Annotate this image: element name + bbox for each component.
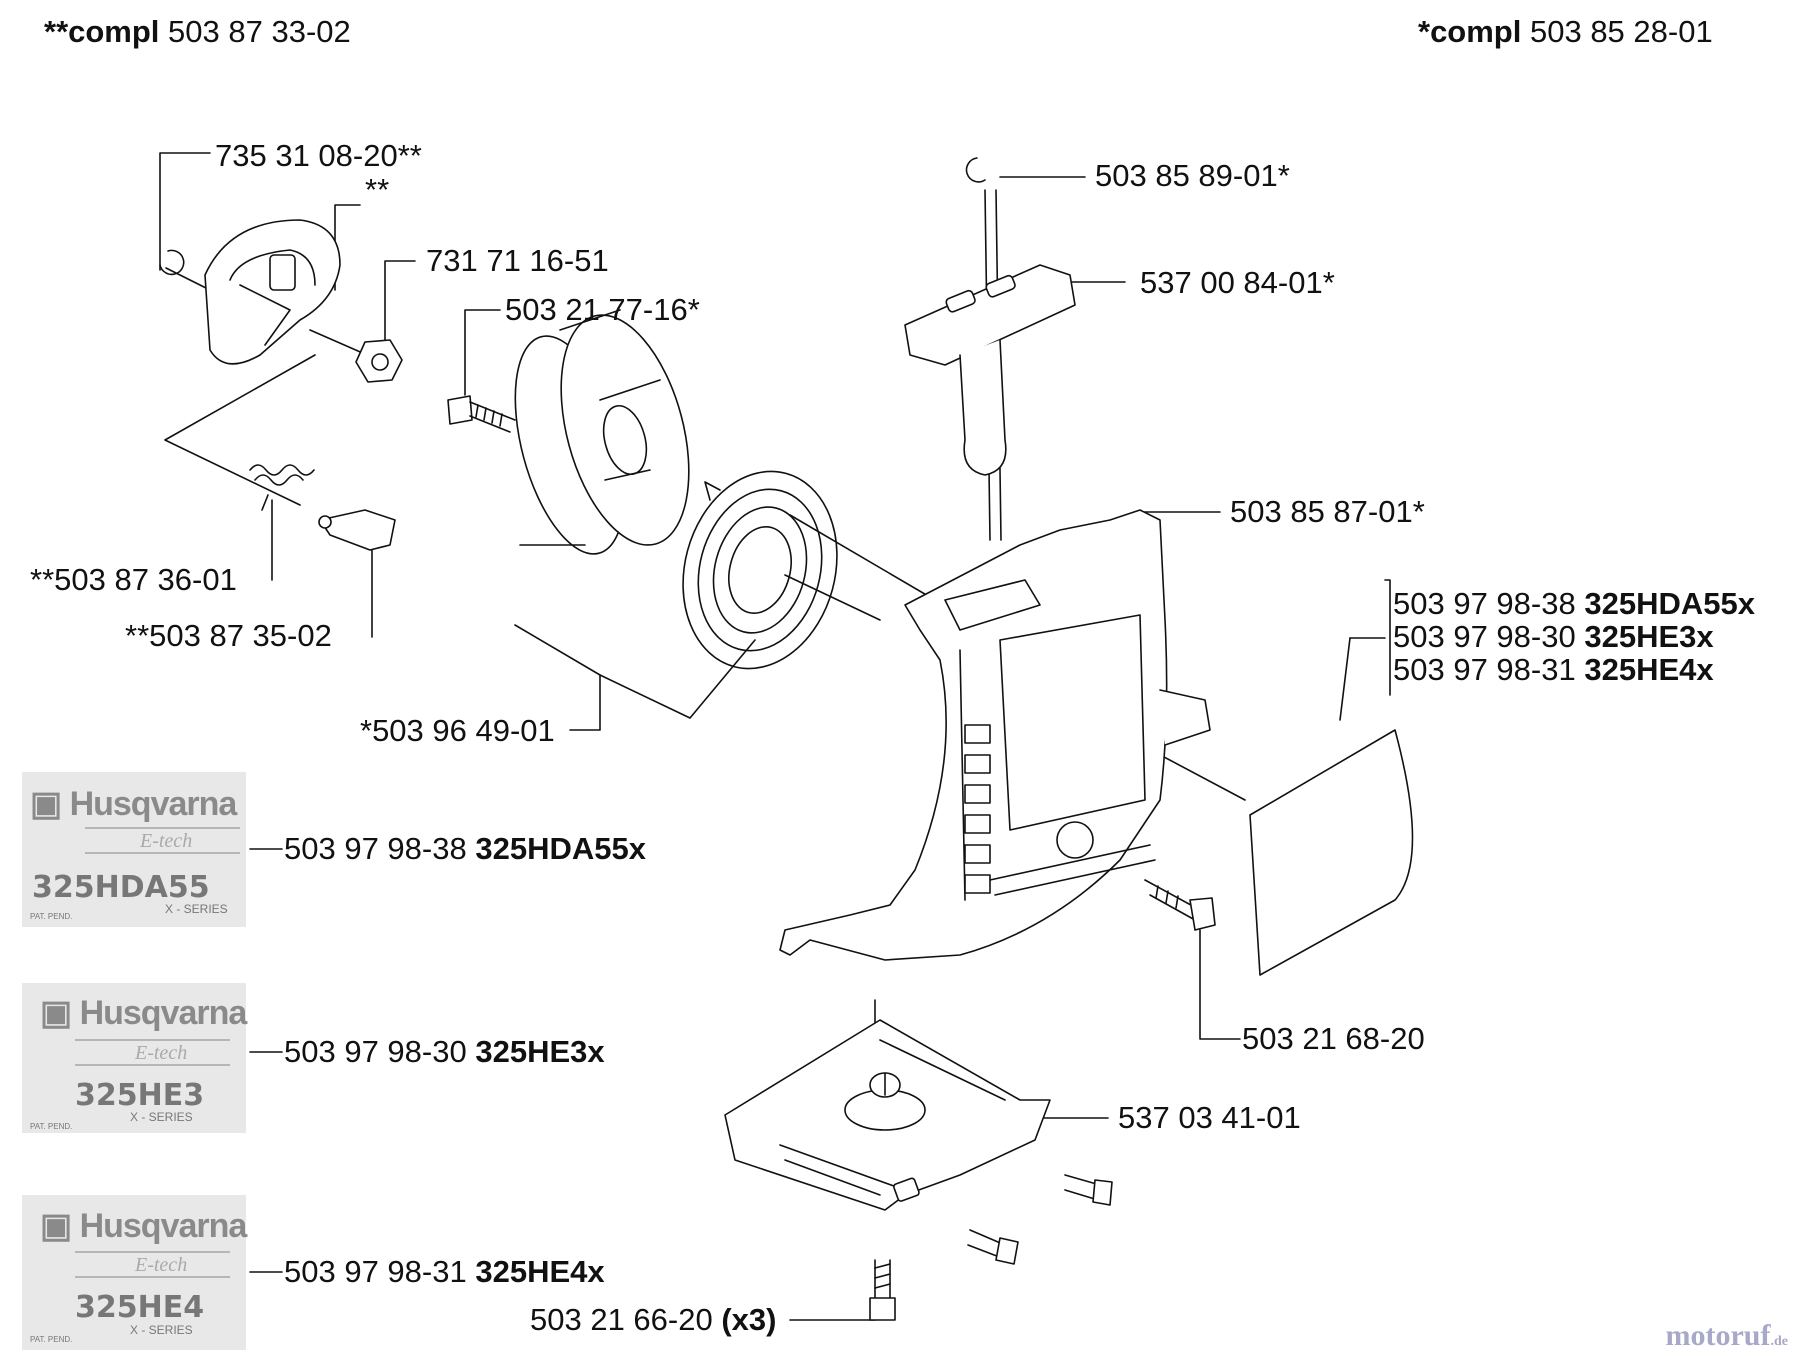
decal-group-item-2: 503 97 98-30 325HE3x — [1393, 619, 1755, 655]
watermark-text: motoruf — [1665, 1319, 1771, 1352]
decal-2-tagline: E-tech — [135, 1042, 188, 1064]
bottom-plate — [724, 1019, 1051, 1211]
husqvarna-logo-icon: ▣ — [30, 785, 62, 823]
decal-3-label: 503 97 98-31 325HE4x — [284, 1254, 605, 1290]
decal-1-brand-text: Husqvarna — [69, 785, 238, 823]
decal-group-item-3: 503 97 98-31 325HE4x — [1393, 652, 1755, 688]
decal-1-label: 503 97 98-38 325HDA55x — [284, 831, 646, 867]
label-pulley-bolt: 503 21 77-16* — [505, 292, 700, 327]
decal-3-brand-text: Husqvarna — [79, 1207, 248, 1245]
label-flange-nut: 731 71 16-51 — [426, 243, 609, 278]
decal-group-model: 325HE4x — [1584, 652, 1714, 687]
header-left: **compl 503 87 33-02 — [44, 14, 351, 50]
header-right-prefix: *compl — [1418, 14, 1522, 49]
decal-group-item-1: 503 97 98-38 325HDA55x — [1393, 586, 1755, 622]
label-starter-pawl: **503 87 35-02 — [125, 618, 332, 653]
husqvarna-logo-icon: ▣ — [40, 994, 72, 1032]
decal-2-model: 325HE3x — [475, 1034, 605, 1069]
plate-screws-qty: (x3) — [721, 1302, 777, 1337]
decal-card-1 — [22, 772, 246, 927]
label-starter-handle: 537 00 84-01* — [1140, 265, 1335, 300]
decal-3-model: 325HE4x — [475, 1254, 605, 1289]
plate-screw-2 — [967, 1229, 1019, 1265]
decal-2-pat: PAT. PEND. — [30, 1122, 73, 1131]
header-right-number: 503 85 28-01 — [1529, 14, 1713, 49]
decal-1-series: X - SERIES — [165, 902, 228, 916]
decal-2-brand-text: Husqvarna — [79, 994, 248, 1032]
plate-screw-1 — [1064, 1174, 1113, 1206]
decal-card-2 — [22, 983, 246, 1133]
flange-nut — [309, 329, 403, 383]
label-cover-marker: ** — [365, 172, 390, 207]
decal-2-series: X - SERIES — [130, 1110, 193, 1124]
decal-group-model: 325HDA55x — [1584, 586, 1755, 621]
starter-housing — [779, 509, 1211, 961]
watermark-suffix: .de — [1770, 1334, 1789, 1349]
decal-2-label: 503 97 98-30 325HE3x — [284, 1034, 605, 1070]
recoil-spring — [682, 470, 881, 670]
plate-screws-number: 503 21 66-20 — [530, 1302, 713, 1337]
pulley-bolt — [447, 395, 516, 433]
decal-1-number: 503 97 98-38 — [284, 831, 467, 866]
decal-2-model-mark: 325HE3 — [75, 1078, 205, 1113]
header-left-number: 503 87 33-02 — [168, 14, 351, 49]
header-left-prefix: **compl — [44, 14, 160, 49]
decal-3-brand: ▣ Husqvarna — [40, 1206, 248, 1246]
decal-group-number: 503 97 98-38 — [1393, 586, 1576, 621]
pawl-spring — [249, 464, 315, 511]
decal-3-pat: PAT. PEND. — [30, 1335, 73, 1344]
decal-1-brand: ▣ Husqvarna — [30, 784, 238, 824]
decal-3-model-mark: 325HE4 — [75, 1290, 205, 1325]
watermark: motoruf.de — [1666, 1319, 1788, 1353]
label-pawl-spring: **503 87 36-01 — [30, 562, 237, 597]
label-bottom-plate: 537 03 41-01 — [1118, 1100, 1301, 1135]
decal-3-series: X - SERIES — [130, 1323, 193, 1337]
decal-2-number: 503 97 98-30 — [284, 1034, 467, 1069]
plate-screw-3 — [869, 1259, 896, 1321]
decal-1-model: 325HDA55x — [475, 831, 646, 866]
label-starter-housing: 503 85 87-01* — [1230, 494, 1425, 529]
label-e-clip: 735 31 08-20** — [215, 138, 422, 173]
decal-3-number: 503 97 98-31 — [284, 1254, 467, 1289]
decal-card-3 — [22, 1195, 246, 1350]
decal-group-number: 503 97 98-31 — [1393, 652, 1576, 687]
decal-group-list: 503 97 98-38 325HDA55x 503 97 98-30 325H… — [1393, 586, 1755, 694]
husqvarna-logo-icon: ▣ — [40, 1207, 72, 1245]
decal-1-tagline: E-tech — [140, 830, 193, 852]
header-right: *compl 503 85 28-01 — [1418, 14, 1713, 50]
decal-1-model-mark: 325HDA55 — [32, 870, 210, 905]
label-plate-screws: 503 21 66-20 (x3) — [530, 1302, 776, 1338]
starter-pawl — [318, 509, 396, 551]
label-housing-screw: 503 21 68-20 — [1242, 1021, 1425, 1056]
label-starter-rope: 503 85 89-01* — [1095, 158, 1290, 193]
decal-sheet — [1249, 729, 1414, 976]
decal-group-number: 503 97 98-30 — [1393, 619, 1576, 654]
decal-3-tagline: E-tech — [135, 1254, 188, 1276]
decal-group-model: 325HE3x — [1584, 619, 1714, 654]
starter-pulley — [514, 309, 690, 555]
starter-handle — [904, 264, 1076, 476]
decal-2-brand: ▣ Husqvarna — [40, 993, 248, 1033]
housing-screw — [1144, 879, 1216, 931]
label-pulley-assembly: *503 96 49-01 — [360, 713, 555, 748]
pawl-cover — [204, 219, 341, 365]
decal-card-backgrounds — [22, 772, 246, 1350]
decal-1-pat: PAT. PEND. — [30, 912, 73, 921]
